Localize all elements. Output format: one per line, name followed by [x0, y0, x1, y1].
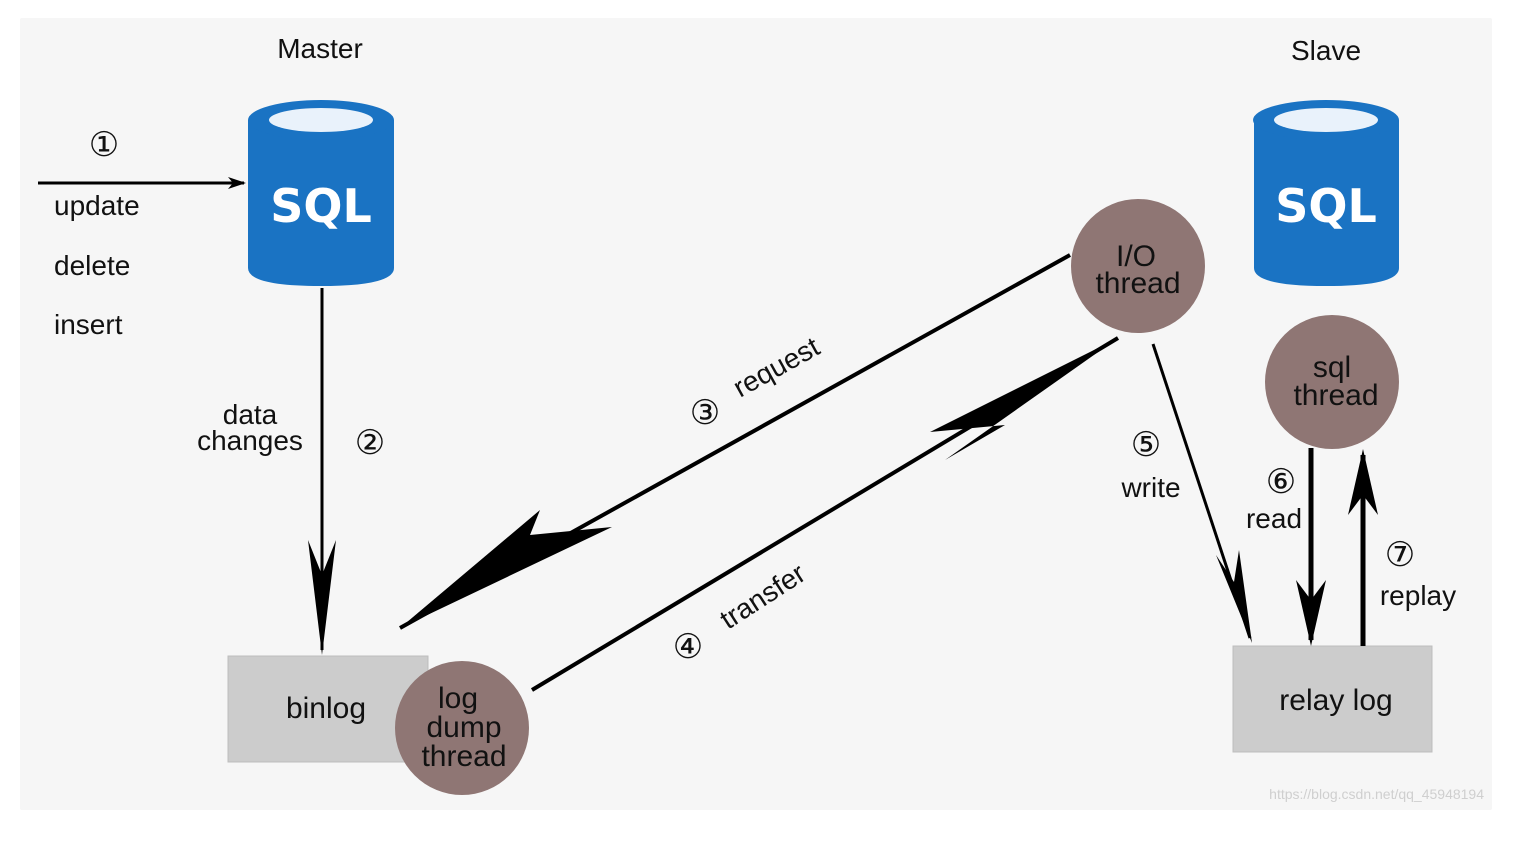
step6-marker: ⑥: [1266, 463, 1296, 501]
step5-marker: ⑤: [1131, 426, 1161, 464]
data-changes-label-1: data: [223, 399, 278, 430]
replay-arrowhead: [1348, 449, 1378, 515]
op-delete: delete: [54, 250, 130, 281]
data-changes-arrowhead: [308, 540, 336, 655]
sql-thread-circle: [1265, 315, 1399, 449]
binlog-label: binlog: [286, 692, 366, 725]
master-database-icon: SQL: [248, 100, 394, 286]
relay-log-label: relay log: [1279, 684, 1392, 717]
op-update: update: [54, 190, 140, 221]
slave-database-icon: SQL: [1253, 100, 1399, 286]
slave-db-label: SQL: [1275, 179, 1377, 233]
request-arrowhead: [400, 510, 612, 628]
read-label: read: [1246, 503, 1302, 534]
log-dump-thread-label-3: thread: [421, 740, 506, 773]
io-thread-label-1: I/O: [1116, 240, 1156, 273]
slave-title: Slave: [1291, 35, 1361, 66]
sql-thread-label-1: sql: [1313, 351, 1351, 384]
sql-thread-label-2: thread: [1293, 379, 1378, 412]
write-label: write: [1120, 472, 1180, 503]
step3-marker: ③: [690, 394, 720, 432]
io-thread-label-2: thread: [1095, 267, 1180, 300]
op-insert: insert: [54, 309, 123, 340]
transfer-arrowhead: [930, 338, 1118, 460]
relay-log-box: [1232, 645, 1433, 753]
log-dump-thread-circle: [395, 661, 529, 795]
replay-label: replay: [1380, 580, 1456, 611]
io-thread-circle: [1071, 199, 1205, 333]
write-arrowhead: [1216, 550, 1252, 643]
watermark: https://blog.csdn.net/qq_45948194: [1269, 786, 1484, 802]
step1-marker: ①: [89, 126, 119, 164]
binlog-box: [227, 655, 429, 763]
step7-marker: ⑦: [1385, 536, 1415, 574]
master-db-label: SQL: [270, 179, 372, 233]
log-dump-thread-label-2: dump: [426, 711, 501, 744]
master-title: Master: [277, 33, 363, 64]
data-changes-label-2: changes: [197, 425, 303, 456]
log-dump-thread-label-1: log: [438, 682, 478, 715]
step2-marker: ②: [355, 424, 385, 462]
read-arrowhead: [1296, 580, 1326, 646]
step4-marker: ④: [673, 628, 703, 666]
